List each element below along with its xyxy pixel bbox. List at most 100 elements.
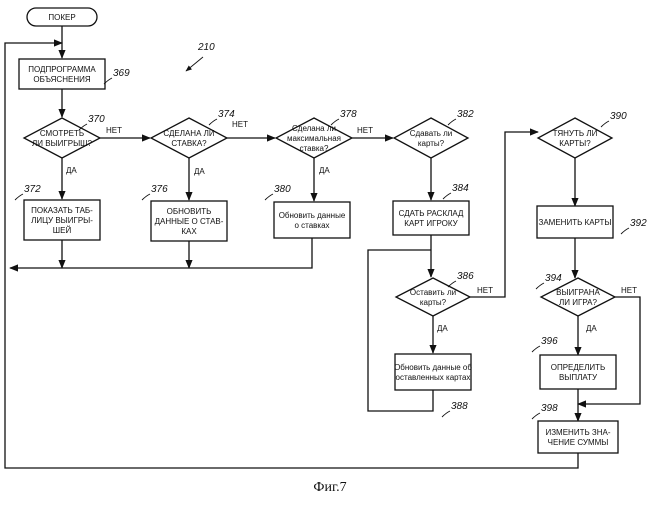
edge-label-yes: ДА bbox=[66, 166, 77, 175]
decision-diamond bbox=[396, 278, 470, 316]
edge-label-yes: ДА bbox=[586, 324, 597, 333]
edge-label-no: НЕТ bbox=[621, 286, 637, 295]
node-label-line: КАРТЫ? bbox=[559, 139, 591, 148]
node-label-line: Сделана ли bbox=[292, 124, 336, 133]
node-label-line: СМОТРЕТЬ bbox=[40, 129, 84, 138]
node-label-line: максимальная bbox=[287, 134, 341, 143]
node-n398: ИЗМЕНИТЬ ЗНА-ЧЕНИЕ СУММЫ 398 bbox=[532, 403, 618, 453]
process-box bbox=[19, 59, 105, 89]
reference-leader bbox=[536, 283, 544, 289]
edge-label-no: НЕТ bbox=[232, 120, 248, 129]
decision-diamond bbox=[394, 118, 468, 158]
reference-leader bbox=[448, 281, 456, 287]
decision-diamond bbox=[151, 118, 227, 158]
reference-number: 394 bbox=[545, 273, 562, 284]
edge-label-yes: ДА bbox=[437, 324, 448, 333]
process-box bbox=[538, 421, 618, 453]
reference-leader bbox=[601, 121, 609, 127]
reference-number: 376 bbox=[151, 184, 168, 195]
reference-number: 369 bbox=[113, 68, 130, 79]
reference-number: 384 bbox=[452, 183, 469, 194]
node-n369: ПОДПРОГРАММАОБЪЯСНЕНИЯ 369 bbox=[19, 59, 130, 89]
reference-leader bbox=[442, 411, 450, 417]
process-box bbox=[393, 201, 469, 235]
reference-number: 386 bbox=[457, 271, 474, 282]
node-label-line: ОБЪЯСНЕНИЯ bbox=[33, 75, 90, 84]
reference-leader bbox=[532, 346, 540, 352]
figure-number-pointer bbox=[186, 57, 203, 71]
reference-number: 372 bbox=[24, 184, 41, 195]
node-label-line: ШЕЙ bbox=[53, 226, 72, 235]
reference-number: 398 bbox=[541, 403, 558, 414]
node-n380: Обновить данныео ставках 380 bbox=[265, 184, 350, 238]
figure-caption: Фиг.7 bbox=[313, 480, 346, 495]
edge-label-no: НЕТ bbox=[357, 126, 373, 135]
node-n386: Оставить ликарты? 386 bbox=[396, 271, 474, 316]
node-label-line: ОБНОВИТЬ bbox=[167, 207, 212, 216]
edge-398-return bbox=[5, 43, 578, 468]
node-label-line: ВЫПЛАТУ bbox=[559, 373, 598, 382]
node-label-line: ИЗМЕНИТЬ ЗНА- bbox=[545, 428, 610, 437]
edge-label-no: НЕТ bbox=[477, 286, 493, 295]
reference-leader bbox=[443, 193, 451, 199]
node-n394: ВЫИГРАНАЛИ ИГРА? 394 bbox=[536, 273, 615, 316]
node-label-line: ПОКАЗАТЬ ТАБ- bbox=[31, 206, 93, 215]
reference-leader bbox=[15, 194, 23, 200]
process-box bbox=[274, 202, 350, 238]
node-label-line: карты? bbox=[418, 139, 445, 148]
node-label-line: СТАВКА? bbox=[171, 139, 207, 148]
node-label-line: ЛИЦУ ВЫИГРЫ- bbox=[31, 216, 93, 225]
node-n372: ПОКАЗАТЬ ТАБ-ЛИЦУ ВЫИГРЫ-ШЕЙ 372 bbox=[15, 184, 100, 240]
node-label-line: о ставках bbox=[294, 221, 329, 230]
node-label-line: ВЫИГРАНА bbox=[556, 288, 600, 297]
reference-number: 396 bbox=[541, 336, 558, 347]
node-label-line: СДЕЛАНА ЛИ bbox=[163, 129, 215, 138]
node-label-line: КАХ bbox=[181, 227, 197, 236]
node-label-line: ЛИ ВЫИГРЫШ? bbox=[32, 139, 92, 148]
reference-leader bbox=[142, 194, 150, 200]
node-label-line: карты? bbox=[420, 298, 447, 307]
reference-number: 374 bbox=[218, 109, 235, 120]
reference-leader bbox=[265, 194, 273, 200]
reference-number: 380 bbox=[274, 184, 291, 195]
node-label-line: Обновить данные об bbox=[394, 363, 472, 372]
node-label-line: Обновить данные bbox=[279, 211, 346, 220]
node-label-line: ПОДПРОГРАММА bbox=[28, 65, 96, 74]
reference-number: 370 bbox=[88, 114, 105, 125]
figure-number: 210 bbox=[197, 42, 215, 53]
reference-leader bbox=[209, 119, 217, 125]
reference-leader bbox=[621, 228, 629, 234]
node-n370: СМОТРЕТЬЛИ ВЫИГРЫШ? 370 bbox=[24, 114, 105, 158]
node-label-line: ЛИ ИГРА? bbox=[559, 298, 597, 307]
process-box bbox=[395, 354, 471, 390]
node-label-line: ДАННЫЕ О СТАВ- bbox=[155, 217, 224, 226]
reference-leader bbox=[532, 413, 540, 419]
edge-label-yes: ДА bbox=[319, 166, 330, 175]
decision-diamond bbox=[538, 118, 612, 158]
edge-label-yes: ДА bbox=[194, 167, 205, 176]
node-n392: ЗАМЕНИТЬ КАРТЫ 392 bbox=[537, 206, 647, 238]
node-label-line: Оставить ли bbox=[410, 288, 456, 297]
edge-380-return bbox=[10, 238, 312, 268]
node-n376: ОБНОВИТЬДАННЫЕ О СТАВ-КАХ 376 bbox=[142, 184, 227, 241]
flowchart-connectors bbox=[5, 26, 640, 468]
node-label-line: ЧЕНИЕ СУММЫ bbox=[548, 438, 609, 447]
node-n374: СДЕЛАНА ЛИСТАВКА? 374 bbox=[151, 109, 235, 158]
reference-number: 378 bbox=[340, 109, 357, 120]
node-label-line: СДАТЬ РАСКЛАД bbox=[399, 209, 464, 218]
node-label-line: Сдавать ли bbox=[410, 129, 453, 138]
node-n396: ОПРЕДЕЛИТЬВЫПЛАТУ396 bbox=[532, 336, 616, 389]
node-n390: ТЯНУТЬ ЛИКАРТЫ? 390 bbox=[538, 111, 627, 158]
reference-number: 382 bbox=[457, 109, 474, 120]
node-label-line: ЗАМЕНИТЬ КАРТЫ bbox=[539, 218, 612, 227]
reference-number: 390 bbox=[610, 111, 627, 122]
node-label-line: ставка? bbox=[300, 144, 329, 153]
reference-number: 392 bbox=[630, 218, 647, 229]
node-label-line: ТЯНУТЬ ЛИ bbox=[553, 129, 598, 138]
process-box bbox=[540, 355, 616, 389]
node-label-line: КАРТ ИГРОКУ bbox=[404, 219, 458, 228]
edge-386-no bbox=[470, 132, 538, 297]
reference-leader bbox=[448, 119, 456, 125]
